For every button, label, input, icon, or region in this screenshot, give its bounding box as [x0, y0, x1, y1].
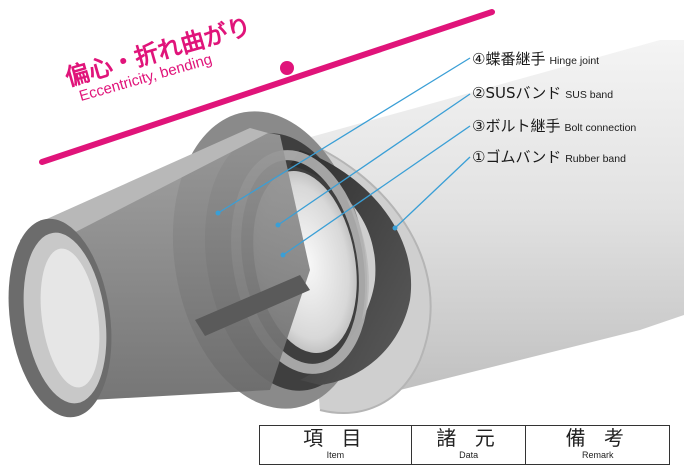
header-en: Data [459, 450, 479, 460]
callout-jp: SUSバンド [485, 84, 562, 102]
leader-hinge-end [215, 210, 221, 216]
header-en: Remark [581, 450, 614, 460]
header-item: 項 目 Item [259, 425, 412, 465]
callout-en: SUS band [565, 89, 614, 101]
header-jp: 諸 元 [436, 426, 501, 450]
callout-en: Bolt connection [564, 122, 637, 134]
callout-en: Hinge joint [549, 55, 600, 67]
callout-number: ③ [472, 117, 486, 135]
header-jp: 備 考 [565, 426, 630, 450]
callout-jp: ボルト継手 [485, 117, 561, 135]
callout-number: ② [472, 84, 486, 102]
leader-hinge [217, 57, 471, 214]
callout-jp: 蝶番継手 [485, 50, 546, 68]
small-pipe-top-highlight [40, 128, 268, 240]
leader-rubber-end [392, 225, 398, 231]
bending-pivot-dot [280, 61, 294, 75]
leader-bolt [282, 125, 471, 256]
table-header-row: 項 目 Item 諸 元 Data 備 考 Remark [259, 425, 670, 465]
header-remark: 備 考 Remark [525, 425, 670, 465]
leader-rubber [394, 156, 471, 229]
cutaway-slot [195, 275, 310, 336]
callout-jp: ゴムバンド [485, 148, 562, 166]
leader-sus-end [275, 222, 281, 228]
leader-sus [277, 93, 471, 226]
bending-line [39, 9, 495, 165]
callout-number: ① [472, 148, 486, 166]
leader-bolt-end [280, 252, 286, 258]
header-en: Item [326, 450, 345, 460]
callout-number: ④ [472, 50, 486, 68]
header-jp: 項 目 [303, 426, 368, 450]
small-pipe-mouth-shadow [40, 248, 100, 388]
spec-table: 項 目 Item 諸 元 Data 備 考 Remark [259, 425, 670, 465]
rubber-band [290, 150, 412, 385]
header-data: 諸 元 Data [410, 425, 527, 465]
callout-en: Rubber band [565, 153, 626, 165]
